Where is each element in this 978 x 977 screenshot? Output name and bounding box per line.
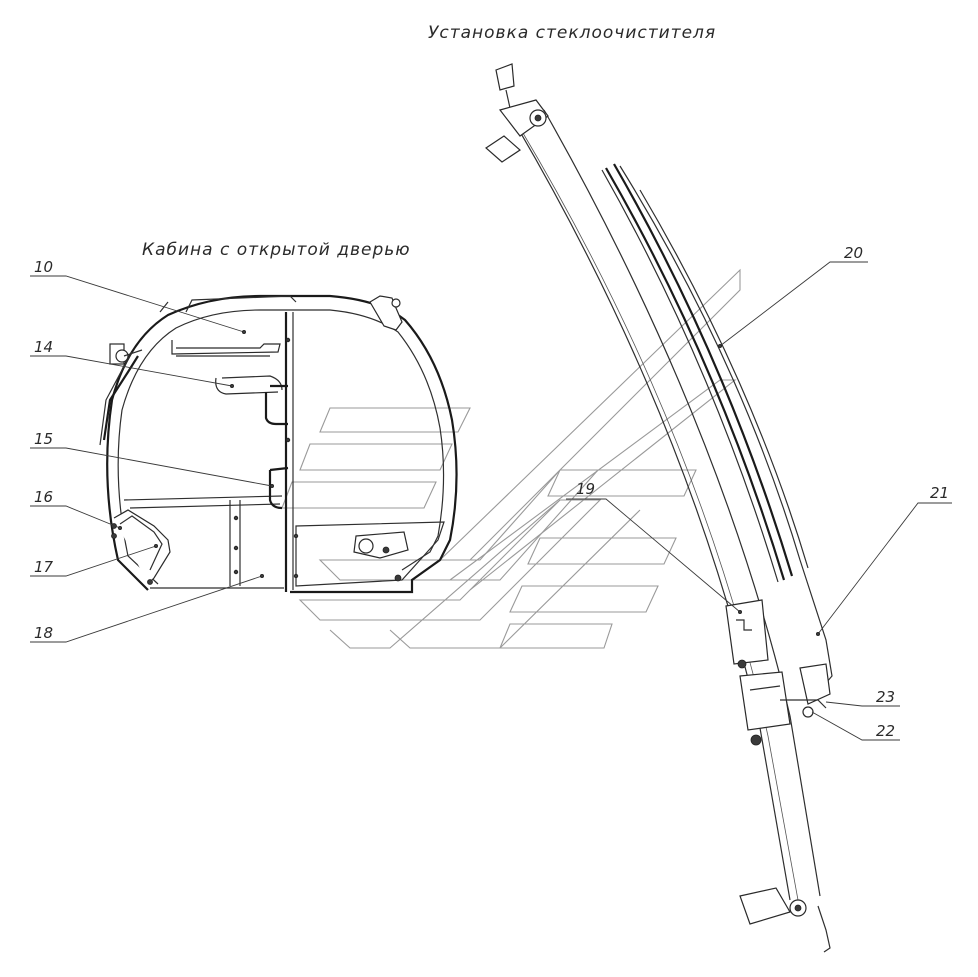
callout-label: 22 bbox=[876, 722, 895, 740]
callout-16: 16 bbox=[30, 488, 121, 529]
callout-label: 17 bbox=[34, 558, 54, 576]
callout-label: 21 bbox=[930, 484, 949, 502]
callout-15: 15 bbox=[30, 430, 273, 487]
callout-18: 18 bbox=[30, 575, 263, 643]
leader-dots bbox=[118, 329, 821, 637]
watermark-logo bbox=[281, 268, 741, 649]
callout-label: 20 bbox=[844, 244, 863, 262]
cab-open-door-title: Кабина с открытой дверью bbox=[142, 240, 411, 260]
wiper-assembly bbox=[485, 63, 833, 953]
callout-17: 17 bbox=[30, 545, 157, 577]
callout-label: 14 bbox=[34, 338, 53, 356]
callout-label: 16 bbox=[34, 488, 53, 506]
wiper-install-title: Установка стеклоочистителя bbox=[428, 23, 716, 43]
cab-drawing bbox=[99, 294, 458, 594]
callout-label: 19 bbox=[576, 480, 595, 498]
callout-21: 21 bbox=[817, 484, 952, 635]
callout-14: 14 bbox=[30, 338, 233, 387]
callout-label: 18 bbox=[34, 624, 53, 642]
callout-19: 19 bbox=[566, 480, 741, 613]
callout-label: 23 bbox=[876, 688, 895, 706]
callout-10: 10 bbox=[30, 258, 245, 333]
callout-label: 10 bbox=[34, 258, 53, 276]
callout-23: 23 bbox=[825, 688, 900, 707]
callout-20: 20 bbox=[719, 244, 868, 347]
callout-label: 15 bbox=[34, 430, 53, 448]
callout-22: 22 bbox=[811, 711, 900, 741]
